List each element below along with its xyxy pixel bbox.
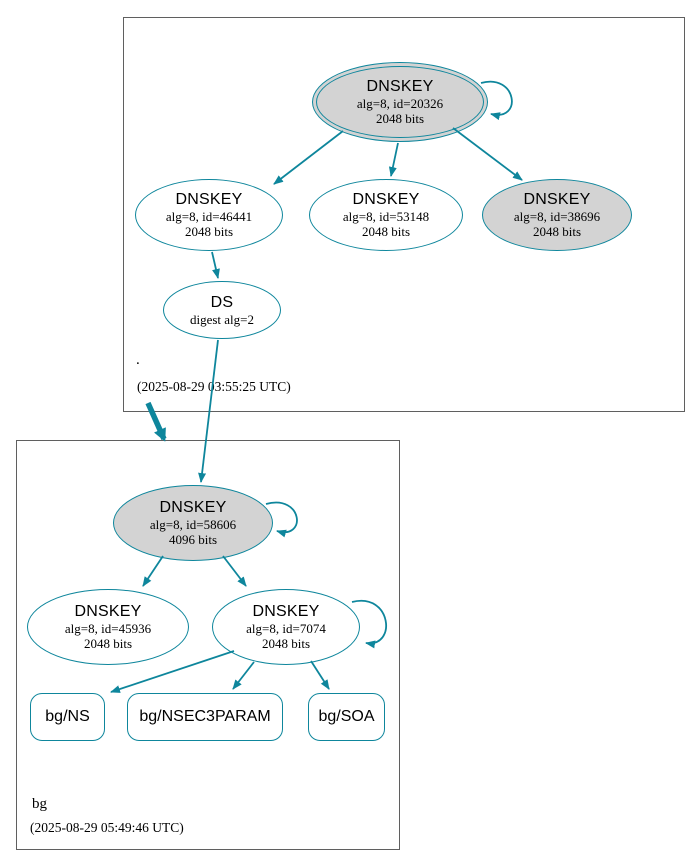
dnskey-title: DNSKEY bbox=[74, 603, 142, 620]
zone-box-root bbox=[123, 17, 685, 412]
dnskey-node-53148: DNSKEY alg=8, id=53148 2048 bits bbox=[309, 179, 463, 251]
dnskey-alg-id: alg=8, id=58606 bbox=[149, 517, 237, 532]
dnskey-node-20326: DNSKEY alg=8, id=20326 2048 bits bbox=[312, 62, 488, 142]
rrset-node-bg-soa: bg/SOA bbox=[308, 693, 385, 741]
dnskey-bits: 2048 bits bbox=[184, 224, 234, 239]
rrset-label: bg/SOA bbox=[318, 708, 375, 725]
dnskey-bits: 2048 bits bbox=[361, 224, 411, 239]
dnskey-alg-id: alg=8, id=20326 bbox=[356, 96, 444, 111]
dnskey-bits: 2048 bits bbox=[532, 224, 582, 239]
dnskey-bits: 2048 bits bbox=[375, 111, 425, 126]
zone-timestamp-bg: (2025-08-29 05:49:46 UTC) bbox=[30, 820, 184, 835]
dnskey-bits: 2048 bits bbox=[261, 636, 311, 651]
dnskey-title: DNSKEY bbox=[523, 191, 591, 208]
rrset-label: bg/NSEC3PARAM bbox=[139, 708, 271, 725]
dnskey-bits: 4096 bits bbox=[168, 532, 218, 547]
dnskey-title: DNSKEY bbox=[252, 603, 320, 620]
ds-title: DS bbox=[210, 293, 234, 311]
dnskey-title: DNSKEY bbox=[352, 191, 420, 208]
dnskey-alg-id: alg=8, id=7074 bbox=[246, 621, 326, 636]
ds-node: DS digest alg=2 bbox=[163, 281, 281, 339]
dnskey-node-58606: DNSKEY alg=8, id=58606 4096 bits bbox=[113, 485, 273, 561]
dnskey-alg-id: alg=8, id=45936 bbox=[64, 621, 152, 636]
rrset-node-bg-nsec3param: bg/NSEC3PARAM bbox=[127, 693, 283, 741]
zone-label-root: . bbox=[136, 352, 140, 368]
zone-label-bg: bg bbox=[32, 796, 47, 812]
zone-timestamp-root: (2025-08-29 03:55:25 UTC) bbox=[137, 379, 291, 394]
dnskey-alg-id: alg=8, id=46441 bbox=[165, 209, 253, 224]
dnskey-title: DNSKEY bbox=[366, 78, 434, 95]
dnskey-node-46441: DNSKEY alg=8, id=46441 2048 bits bbox=[135, 179, 283, 251]
dnskey-alg-id: alg=8, id=53148 bbox=[342, 209, 430, 224]
dnskey-alg-id: alg=8, id=38696 bbox=[513, 209, 601, 224]
dnskey-title: DNSKEY bbox=[159, 499, 227, 516]
dnskey-bits: 2048 bits bbox=[83, 636, 133, 651]
dnskey-node-7074: DNSKEY alg=8, id=7074 2048 bits bbox=[212, 589, 360, 665]
dnskey-title: DNSKEY bbox=[175, 191, 243, 208]
rrset-node-bg-ns: bg/NS bbox=[30, 693, 105, 741]
dnskey-node-38696: DNSKEY alg=8, id=38696 2048 bits bbox=[482, 179, 632, 251]
rrset-label: bg/NS bbox=[45, 708, 90, 725]
dnskey-node-45936: DNSKEY alg=8, id=45936 2048 bits bbox=[27, 589, 189, 665]
ds-digest: digest alg=2 bbox=[189, 311, 255, 327]
